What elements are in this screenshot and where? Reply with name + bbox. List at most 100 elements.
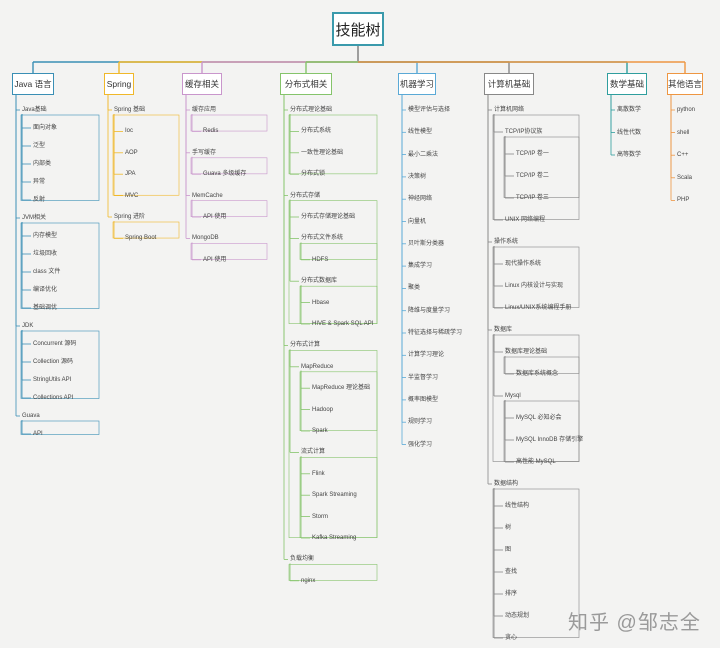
tree-node[interactable]: class 文件 [33, 269, 61, 275]
tree-node[interactable]: Linux/UNIX系统编程手册 [505, 305, 572, 311]
tree-node[interactable]: 数据库理论基础 [505, 349, 548, 355]
category-4[interactable]: 机器学习 [398, 73, 436, 95]
tree-node[interactable]: 反射 [33, 197, 46, 203]
tree-node[interactable]: 一致性理论基础 [301, 149, 344, 156]
tree-node[interactable]: TCP/IP 卷三 [516, 195, 549, 201]
tree-node[interactable]: 数据结构 [494, 481, 519, 487]
tree-node[interactable]: nginx [301, 577, 316, 584]
tree-node[interactable]: UNIX 网络编程 [505, 217, 546, 223]
tree-node[interactable]: 图 [505, 547, 512, 553]
tree-node[interactable]: 分布式理论基础 [290, 107, 333, 113]
tree-node[interactable]: 决策树 [408, 173, 427, 180]
tree-node[interactable]: Java基础 [22, 107, 47, 113]
tree-node[interactable]: 现代操作系统 [505, 261, 542, 267]
tree-node[interactable]: 高性能 MySQL [516, 459, 556, 465]
tree-node[interactable]: Concurrent 源码 [33, 341, 77, 347]
tree-node[interactable]: API [33, 431, 43, 437]
tree-node[interactable]: Ioc [125, 128, 134, 135]
tree-node[interactable]: shell [677, 129, 690, 136]
tree-node[interactable]: 异常 [33, 179, 46, 185]
tree-node[interactable]: TCP/IP 卷一 [516, 151, 549, 157]
tree-node[interactable]: 贝叶斯分类器 [408, 240, 445, 247]
tree-node[interactable]: 分布式数据库 [301, 278, 338, 285]
tree-node[interactable]: Flink [312, 470, 325, 477]
tree-node[interactable]: 排序 [505, 591, 518, 597]
tree-node[interactable]: 分布式存储 [290, 192, 321, 199]
tree-node[interactable]: Guava [22, 413, 40, 419]
tree-node[interactable]: 查找 [505, 569, 518, 575]
category-1[interactable]: Spring [104, 73, 134, 95]
tree-node[interactable]: 基础调优 [33, 305, 58, 311]
tree-node[interactable]: Collections API [33, 395, 74, 401]
tree-node[interactable]: 模型评估与选择 [408, 107, 451, 113]
tree-node[interactable]: 分布式存储理论基础 [301, 214, 356, 220]
tree-node[interactable]: 向量机 [408, 218, 427, 225]
tree-node[interactable]: Storm [312, 513, 329, 520]
tree-node[interactable]: 手写缓存 [192, 149, 217, 156]
category-2[interactable]: 缓存相关 [182, 73, 222, 95]
tree-node[interactable]: Spring 进阶 [114, 214, 146, 220]
tree-node[interactable]: Hbase [312, 299, 330, 306]
tree-node[interactable]: C++ [677, 152, 689, 159]
tree-node[interactable]: 特征选择与稀疏学习 [408, 330, 463, 336]
tree-node[interactable]: 树 [505, 525, 512, 531]
tree-node[interactable]: Spark Streaming [312, 492, 357, 499]
tree-node[interactable]: 概率图模型 [408, 396, 439, 403]
tree-node[interactable]: TCP/IP协议族 [505, 129, 543, 135]
tree-node[interactable]: 分布式系统 [301, 128, 332, 135]
tree-node[interactable]: MapReduce [301, 363, 334, 370]
tree-node[interactable]: 聚类 [408, 285, 421, 292]
root-node[interactable]: 技能树 [332, 12, 384, 46]
tree-node[interactable]: API 使用 [203, 256, 227, 263]
tree-node[interactable]: 流式计算 [301, 449, 326, 456]
tree-node[interactable]: Spring Boot [125, 235, 157, 242]
category-0[interactable]: Java 语言 [12, 73, 54, 95]
category-5[interactable]: 计算机基础 [484, 73, 534, 95]
tree-node[interactable]: MongoDB [192, 235, 219, 242]
tree-node[interactable]: 贪心 [505, 635, 518, 641]
tree-node[interactable]: 强化学习 [408, 441, 433, 448]
tree-node[interactable]: Kafka Streaming [312, 535, 357, 541]
tree-node[interactable]: JPA [125, 171, 136, 178]
tree-node[interactable]: Redis [203, 128, 219, 135]
tree-node[interactable]: 负载均衡 [290, 556, 315, 563]
tree-node[interactable]: 最小二乘法 [408, 151, 439, 158]
tree-node[interactable]: PHP [677, 197, 690, 204]
tree-node[interactable]: Scala [677, 174, 693, 181]
tree-node[interactable]: 线性模型 [408, 129, 433, 136]
tree-node[interactable]: python [677, 107, 696, 113]
tree-node[interactable]: 集成学习 [408, 263, 433, 270]
tree-node[interactable]: Hadoop [312, 406, 334, 413]
tree-node[interactable]: 垃圾回收 [33, 251, 58, 257]
tree-node[interactable]: 分布式锁 [301, 171, 326, 178]
tree-node[interactable]: Spark [312, 428, 328, 434]
tree-node[interactable]: 内存模型 [33, 233, 58, 239]
tree-node[interactable]: 缓存应用 [192, 107, 217, 113]
tree-node[interactable]: MemCache [192, 192, 223, 199]
tree-node[interactable]: 神经网络 [408, 196, 433, 203]
tree-node[interactable]: HDFS [312, 256, 329, 263]
tree-node[interactable]: 离散数学 [617, 107, 642, 113]
tree-node[interactable]: 编译优化 [33, 287, 58, 293]
tree-node[interactable]: API 使用 [203, 214, 227, 220]
tree-node[interactable]: 内部类 [33, 161, 52, 167]
tree-node[interactable]: 计算学习理论 [408, 352, 445, 359]
tree-node[interactable]: 分布式文件系统 [301, 235, 344, 242]
tree-node[interactable]: 计算机网络 [494, 107, 525, 113]
tree-node[interactable]: Linux 内核设计与实现 [505, 283, 564, 289]
tree-node[interactable]: 线性结构 [505, 503, 530, 509]
tree-node[interactable]: 数据库系统概念 [516, 371, 559, 377]
tree-node[interactable]: TCP/IP 卷二 [516, 173, 549, 179]
tree-node[interactable]: HIVE & Spark SQL API [312, 321, 374, 327]
tree-node[interactable]: AOP [125, 149, 138, 156]
tree-node[interactable]: 半监督学习 [408, 374, 439, 381]
tree-node[interactable]: 泛型 [33, 143, 46, 149]
tree-node[interactable]: 面向对象 [33, 125, 58, 131]
category-6[interactable]: 数学基础 [607, 73, 647, 95]
tree-node[interactable]: 规则学习 [408, 419, 433, 426]
tree-node[interactable]: 高等数学 [617, 152, 642, 158]
category-7[interactable]: 其他语言 [667, 73, 703, 95]
tree-node[interactable]: MVC [125, 192, 139, 199]
tree-node[interactable]: MySQL InnoDB 存储引擎 [516, 437, 584, 443]
tree-node[interactable]: 操作系统 [494, 239, 519, 245]
